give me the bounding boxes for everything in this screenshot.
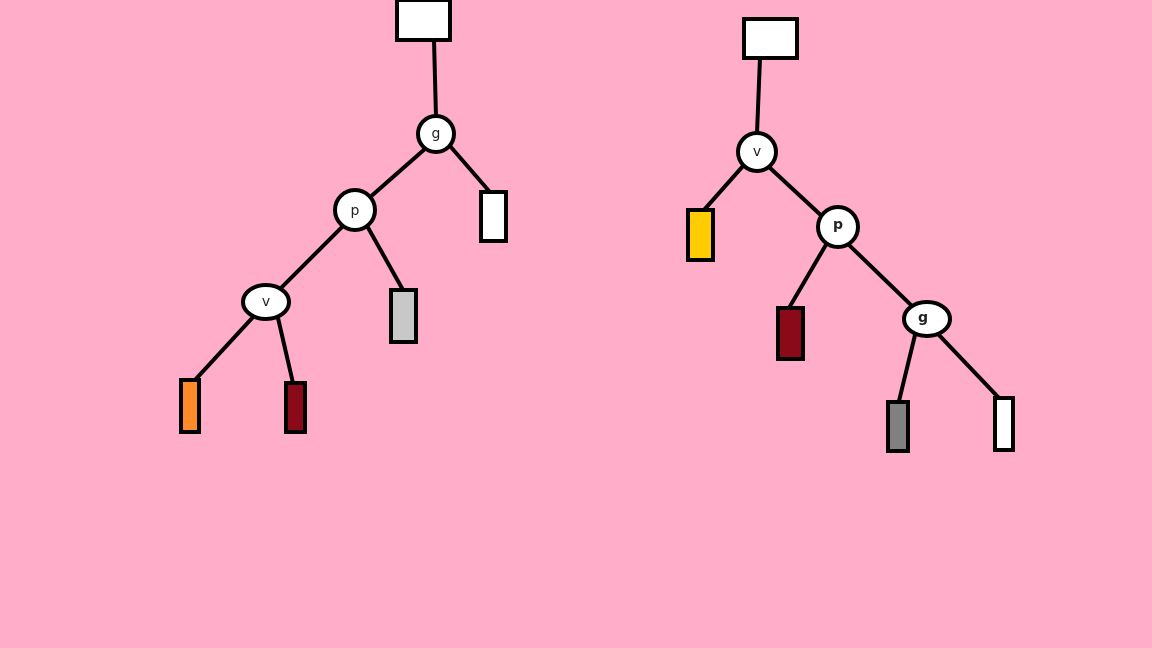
left-v-left-subtree [179, 378, 201, 434]
right-g-left-subtree [886, 400, 910, 453]
edge-g-right [936, 332, 1001, 400]
right-node-g-label: g [918, 310, 928, 326]
left-p-right-subtree [389, 288, 418, 344]
edge-p-left [787, 241, 829, 310]
right-node-p-circle [816, 205, 860, 249]
right-node-g-ellipse [902, 300, 952, 338]
right-node-p: p [816, 205, 860, 249]
left-tree-edges [193, 38, 491, 385]
edge-p-g [846, 242, 914, 308]
edge-v-p [767, 165, 827, 221]
right-g-right-subtree [993, 396, 1015, 452]
edge-p-right [364, 222, 405, 292]
left-v-right-subtree [284, 381, 307, 434]
edge-g-p [366, 146, 428, 201]
edge-g-left [897, 333, 917, 403]
right-tree-subtrees [686, 17, 1015, 453]
right-node-p-label: p [833, 217, 843, 233]
right-node-v-circle [736, 131, 778, 173]
right-p-left-subtree [776, 306, 805, 361]
edge-v-right [276, 316, 295, 385]
edge-top-v [755, 56, 762, 135]
left-node-v-ellipse [241, 283, 291, 321]
left-node-g-circle [416, 114, 456, 154]
right-v-left-subtree [686, 208, 715, 262]
left-node-v-label: v [262, 294, 270, 310]
left-g-right-subtree [479, 190, 508, 243]
right-tree-edges [702, 56, 1001, 403]
edge-v-left [702, 164, 745, 212]
right-node-v: v [736, 131, 778, 173]
right-top-subtree [742, 17, 799, 60]
edge-top-g [432, 38, 438, 119]
left-node-p-label: p [351, 203, 360, 219]
right-node-v-label: v [753, 144, 761, 160]
edge-g-right [448, 144, 491, 193]
edge-v-left [193, 314, 256, 382]
left-tree-nodes: g p v [241, 114, 456, 321]
left-node-p-circle [333, 188, 377, 232]
left-top-subtree [395, 0, 452, 42]
right-node-g: g [902, 300, 952, 338]
edge-p-v [279, 224, 345, 290]
left-node-p: p [333, 188, 377, 232]
left-tree-subtrees [179, 0, 508, 434]
left-node-v: v [241, 283, 291, 321]
right-tree-nodes: v p g [736, 131, 952, 338]
left-node-g-label: g [432, 126, 441, 142]
left-node-g: g [416, 114, 456, 154]
